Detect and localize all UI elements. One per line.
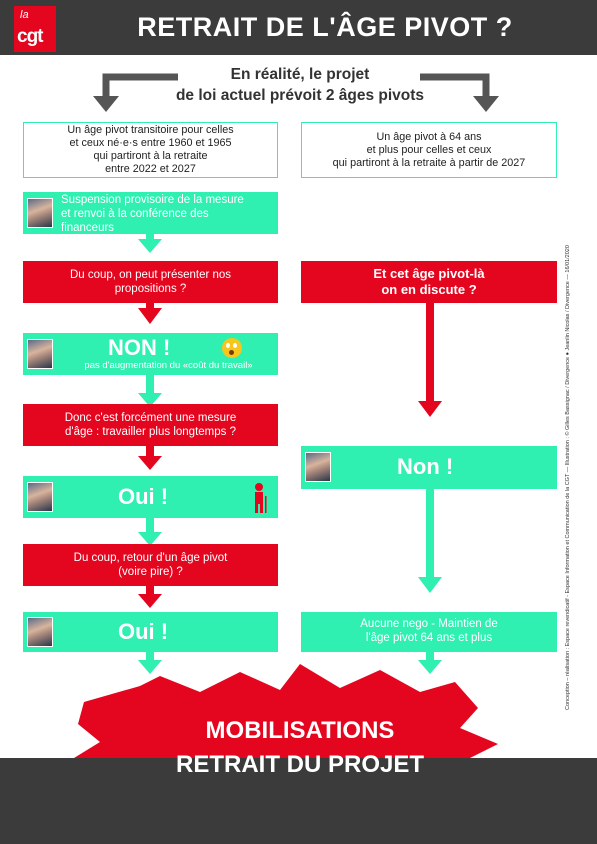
intro-text: En réalité, le projet de loi actuel prév… [150,64,450,106]
right-step-3: Aucune nego - Maintien de l'âge pivot 64… [301,612,557,652]
final-line2: RETRAIT DU PROJET [175,751,424,778]
person-photo [27,482,53,512]
text-line: et renvoi à la conférence des [61,208,209,220]
text-line: Suspension provisoire de la mesure [61,194,244,206]
left-step-6-text: Du coup, retour d'un âge pivot (voire pi… [23,551,278,579]
oui-label: Oui ! [118,619,169,644]
person-photo [27,617,53,647]
left-box-line: entre 2022 et 2027 [105,163,196,175]
text-line: (voire pire) ? [118,566,183,578]
final-message: MOBILISATIONS RETRAIT DU PROJET [100,714,500,782]
oui-label: Oui ! [118,484,169,509]
left-step-7: Oui ! [23,612,278,652]
arrow-r3 [418,652,442,674]
arrow-l3 [138,375,162,407]
right-step-2: Non ! [301,446,557,489]
right-box-line: et plus pour celles et ceux [366,143,492,156]
non-label: NON ! [108,335,171,360]
text-line: on en discute ? [381,282,477,297]
person-photo [305,452,331,482]
page-title: RETRAIT DE L'ÂGE PIVOT ? [137,12,513,42]
text-line: l'âge pivot 64 ans et plus [365,632,493,644]
left-box-line: qui partiront à la retraite [93,150,208,162]
text-line: d'âge : travailler plus longtemps ? [65,426,236,438]
left-step-6: Du coup, retour d'un âge pivot (voire pi… [23,544,278,586]
right-step-1-text: Et cet âge pivot-là on en discute ? [301,266,557,298]
intro-line2: de loi actuel prévoit 2 âges pivots [175,87,425,104]
left-step-4: Donc c'est forcément une mesure d'âge : … [23,404,278,446]
footer-bar [0,758,597,844]
text-line: propositions ? [114,283,187,295]
arrow-r1 [418,303,442,417]
right-box-line: Un âge pivot à 64 ans [376,130,482,143]
left-step-5: Oui ! [23,476,278,518]
text-line: Aucune nego - Maintien de [360,618,498,630]
left-step-1: Suspension provisoire de la mesure et re… [23,192,278,234]
right-step-1: Et cet âge pivot-là on en discute ? [301,261,557,303]
text-line: Du coup, on peut présenter nos [69,269,232,281]
left-box-line: Un âge pivot transitoire pour celles [67,124,234,136]
text-line: financeurs [61,222,115,234]
person-photo [27,198,53,228]
arrow-r2 [418,489,442,593]
left-step-2: Du coup, on peut présenter nos propositi… [23,261,278,303]
left-step-3: NON ! pas d'augmentation du «coût du tra… [23,333,278,375]
left-intro-box: Un âge pivot transitoire pour celles et … [23,122,278,178]
arrow-l6 [138,586,162,608]
left-box-line: et ceux né·e·s entre 1960 et 1965 [69,137,232,149]
arrow-l2 [138,303,162,324]
credits-text: Conception – réalisation : Espace revend… [565,245,571,710]
header-bar [0,0,597,55]
arrow-l5 [138,518,162,546]
logo-la: la [20,9,29,21]
logo-cgt: cgt [17,26,43,47]
left-step-4-text: Donc c'est forcément une mesure d'âge : … [23,411,278,439]
non-label: Non ! [397,454,454,479]
left-step-1-text: Suspension provisoire de la mesure et re… [61,193,276,235]
arrow-l1 [138,234,162,253]
person-photo [27,339,53,369]
right-intro-box: Un âge pivot à 64 ans et plus pour celle… [301,122,557,178]
arrow-l4 [138,446,162,470]
text-line: Du coup, retour d'un âge pivot [73,552,228,564]
right-box-line: qui partiront à la retraite à partir de … [332,156,526,169]
arrow-l7 [138,650,162,674]
text-line: Et cet âge pivot-là [373,266,485,281]
left-step-2-text: Du coup, on peut présenter nos propositi… [23,268,278,296]
shocked-emoji-icon [222,338,242,358]
final-line1: MOBILISATIONS [205,717,395,744]
elderly-person-icon [255,483,267,513]
cgt-logo: la cgt [14,6,56,52]
arrow-top-left [93,96,119,112]
non-subtext: pas d'augmentation du «coût du travail» [84,360,253,371]
arrow-top-right [473,96,499,112]
text-line: Donc c'est forcément une mesure [64,412,237,424]
right-step-3-text: Aucune nego - Maintien de l'âge pivot 64… [301,617,557,645]
intro-line1: En réalité, le projet [230,66,370,83]
